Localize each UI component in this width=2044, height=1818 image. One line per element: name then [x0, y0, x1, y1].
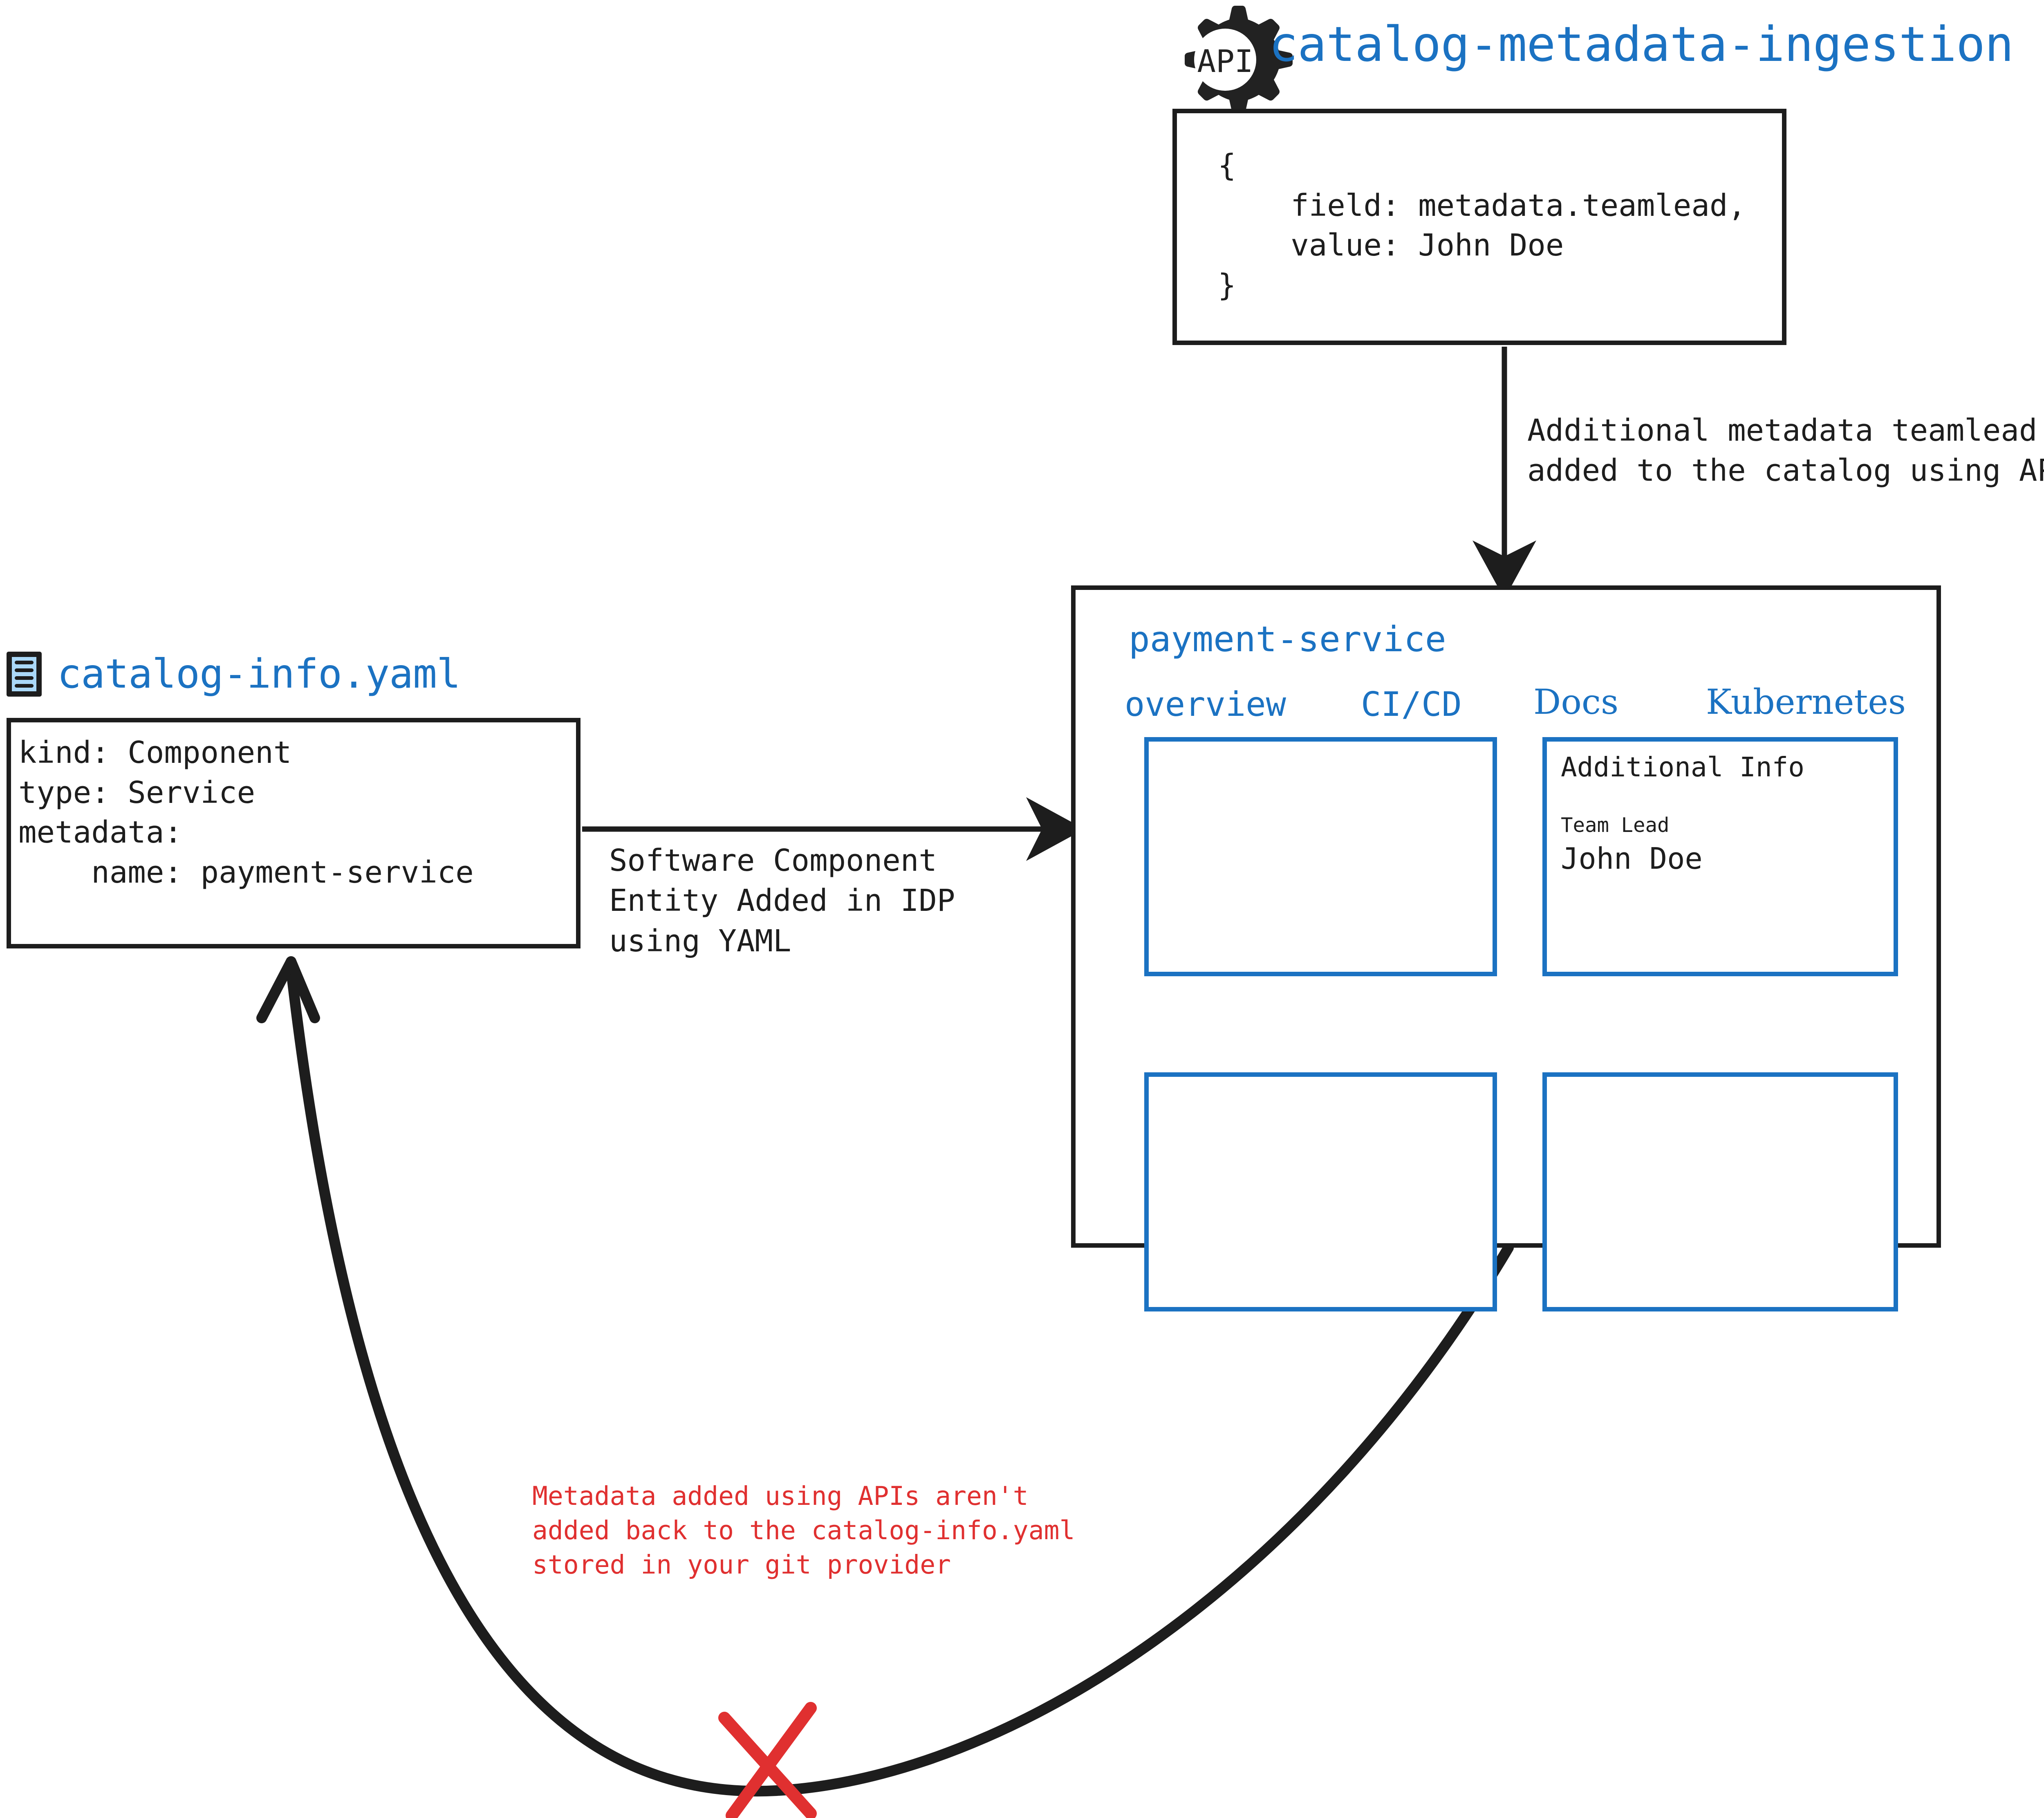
api-gear-icon-slot [1177, 7, 1251, 81]
team-lead-label: Team Lead [1561, 814, 1670, 837]
api-source-header: catalog-metadata-ingestion [1177, 7, 2014, 81]
yaml-source-box: kind: Component type: Service metadata: … [7, 718, 580, 948]
edge-label-api-to-entity: Additional metadata teamlead added to th… [1527, 413, 2044, 489]
red-x-icon [718, 1702, 817, 1818]
tab-overview[interactable]: overview [1125, 685, 1286, 724]
entity-panel-tabs: overview CI/CD Docs Kubernetes [1125, 682, 1906, 733]
edge-label-yaml-to-entity: Software Component Entity Added in IDP u… [609, 843, 955, 959]
api-payload-box: { field: metadata.teamlead, value: John … [1172, 109, 1786, 345]
bottom-left-card[interactable] [1144, 1072, 1497, 1311]
api-source-title: catalog-metadata-ingestion [1269, 16, 2014, 72]
yaml-document-icon [7, 652, 42, 697]
api-payload-code: { field: metadata.teamlead, value: John … [1218, 148, 1746, 303]
team-lead-value: John Doe [1561, 841, 1703, 876]
tab-ci-cd[interactable]: CI/CD [1361, 685, 1462, 724]
yaml-source-title: catalog-info.yaml [57, 651, 461, 697]
yaml-source-header: catalog-info.yaml [7, 651, 461, 697]
additional-info-heading: Additional Info [1561, 751, 1805, 783]
entity-panel-title: payment-service [1129, 619, 1446, 660]
tab-docs[interactable]: Docs [1533, 682, 1619, 722]
edge-label-blocked-warning: Metadata added using APIs aren't added b… [532, 1481, 1075, 1580]
yaml-source-code: kind: Component type: Service metadata: … [18, 735, 474, 890]
entity-panel: payment-service overview CI/CD Docs Kube… [1071, 585, 1941, 1311]
tab-kubernetes[interactable]: Kubernetes [1706, 682, 1906, 722]
bottom-right-card[interactable] [1542, 1072, 1898, 1311]
overview-card[interactable] [1144, 737, 1497, 976]
additional-info-card[interactable]: Additional Info Team Lead John Doe [1542, 737, 1898, 976]
